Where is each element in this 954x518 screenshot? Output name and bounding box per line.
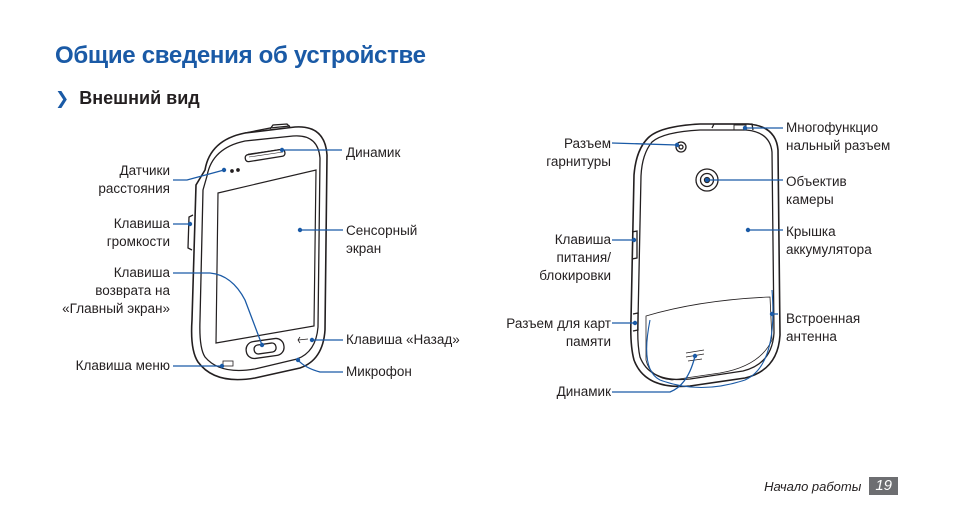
label-line: блокировки xyxy=(539,268,611,283)
footer-section-name: Начало работы xyxy=(764,478,862,494)
label-line: антенна xyxy=(786,329,837,344)
label-battery-cover: Крышка аккумулятора xyxy=(786,223,872,259)
label-line: Крышка xyxy=(786,224,836,239)
label-line: экран xyxy=(346,241,382,256)
label-volume-key: Клавиша громкости xyxy=(107,215,170,251)
subsection-heading: ❯ Внешний вид xyxy=(55,88,200,109)
label-menu-key: Клавиша меню xyxy=(75,358,170,373)
label-line: питания/ xyxy=(556,250,611,265)
page-footer: Начало работы 19 xyxy=(764,477,898,495)
callout-dots xyxy=(187,125,775,369)
phone-front-illustration xyxy=(187,123,328,381)
label-line: Многофункцио xyxy=(786,120,879,135)
label-line: камеры xyxy=(786,192,834,207)
label-line: Разъем для карт xyxy=(506,316,611,331)
callout-lines xyxy=(173,127,783,393)
label-power-key: Клавиша питания/ блокировки xyxy=(539,231,611,285)
label-back-speaker: Динамик xyxy=(556,384,611,399)
page-title: Общие сведения об устройстве xyxy=(55,42,426,69)
label-line: Датчики xyxy=(119,163,170,178)
label-line: Клавиша xyxy=(113,265,170,280)
label-line: Объектив xyxy=(786,174,847,189)
label-antenna: Встроенная антенна xyxy=(786,310,860,346)
label-multifunction-jack: Многофункцио нальный разъем xyxy=(786,119,890,155)
label-headset-jack: Разъем гарнитуры xyxy=(546,135,611,171)
label-touch-screen: Сенсорный экран xyxy=(346,222,417,258)
label-line: «Главный экран» xyxy=(62,301,170,316)
label-line: нальный разъем xyxy=(786,138,891,153)
phone-back-illustration xyxy=(630,123,781,388)
subsection-title: Внешний вид xyxy=(79,88,200,108)
label-line: расстояния xyxy=(98,181,170,196)
label-front-speaker: Динамик xyxy=(346,145,401,160)
label-line: гарнитуры xyxy=(546,154,611,169)
label-back-key: Клавиша «Назад» xyxy=(346,332,460,347)
label-line: возврата на xyxy=(95,283,170,298)
label-home-key: Клавиша возврата на «Главный экран» xyxy=(62,264,170,318)
label-line: аккумулятора xyxy=(786,242,872,257)
page-number-badge: 19 xyxy=(869,477,898,495)
label-memory-card-slot: Разъем для карт памяти xyxy=(506,315,611,351)
label-line: памяти xyxy=(565,334,611,349)
label-camera-lens: Объектив камеры xyxy=(786,173,847,209)
label-line: Клавиша xyxy=(554,232,611,247)
label-proximity-sensor: Датчики расстояния xyxy=(98,162,170,198)
chevron-right-icon: ❯ xyxy=(55,89,70,108)
label-line: громкости xyxy=(106,234,170,249)
label-line: Сенсорный xyxy=(346,223,418,238)
label-line: Встроенная xyxy=(786,311,861,326)
label-microphone: Микрофон xyxy=(346,364,412,379)
label-line: Клавиша xyxy=(113,216,170,231)
label-line: Разъем xyxy=(563,136,611,151)
